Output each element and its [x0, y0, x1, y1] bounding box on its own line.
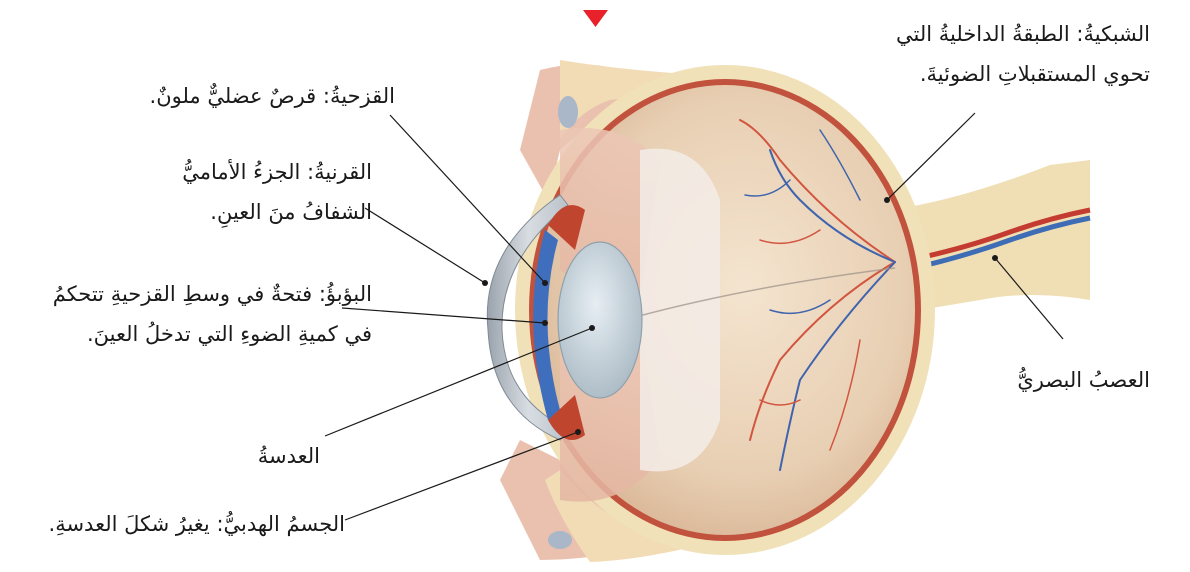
label-pupil-line2: في كميةِ الضوءِ التي تدخلُ العينَ.	[53, 314, 372, 354]
lens-shape	[558, 242, 642, 398]
label-cornea-line2: الشفافُ منَ العينِ.	[182, 192, 372, 232]
label-ciliary-text: الجسمُ الهدبيُّ: يغيرُ شكلَ العدسةِ.	[49, 504, 345, 544]
leader-line-pupil	[342, 308, 545, 323]
label-pupil-line1: البؤبؤُ: فتحةٌ في وسطِ القزحيةِ تتحكمُ	[53, 274, 372, 314]
label-lens-text: العدسةُ	[258, 436, 320, 476]
label-iris-text: القزحيةُ: قرصٌ عضليٌّ ملونٌ.	[150, 76, 395, 116]
label-cornea-line1: القرنيةُ: الجزءُ الأماميُّ	[182, 152, 372, 192]
label-lens: العدسةُ	[258, 436, 320, 476]
label-retina-line1: الشبكيةُ: الطبقةُ الداخليةُ التي	[896, 14, 1150, 54]
label-retina: الشبكيةُ: الطبقةُ الداخليةُ التي تحوي ال…	[896, 14, 1150, 94]
leader-line-iris	[390, 115, 545, 283]
leader-line-cornea	[365, 208, 485, 283]
label-retina-line2: تحوي المستقبلاتِ الضوئيةَ.	[896, 54, 1150, 94]
label-optic-nerve: العصبُ البصريُّ	[1017, 360, 1150, 400]
label-iris: القزحيةُ: قرصٌ عضليٌّ ملونٌ.	[150, 76, 395, 116]
leader-line-retina	[887, 113, 975, 200]
label-cornea: القرنيةُ: الجزءُ الأماميُّ الشفافُ منَ ا…	[182, 152, 372, 232]
red-marker-icon	[583, 10, 608, 27]
label-optic-nerve-text: العصبُ البصريُّ	[1017, 360, 1150, 400]
label-ciliary-body: الجسمُ الهدبيُّ: يغيرُ شكلَ العدسةِ.	[49, 504, 345, 544]
label-pupil: البؤبؤُ: فتحةٌ في وسطِ القزحيةِ تتحكمُ ف…	[53, 274, 372, 354]
